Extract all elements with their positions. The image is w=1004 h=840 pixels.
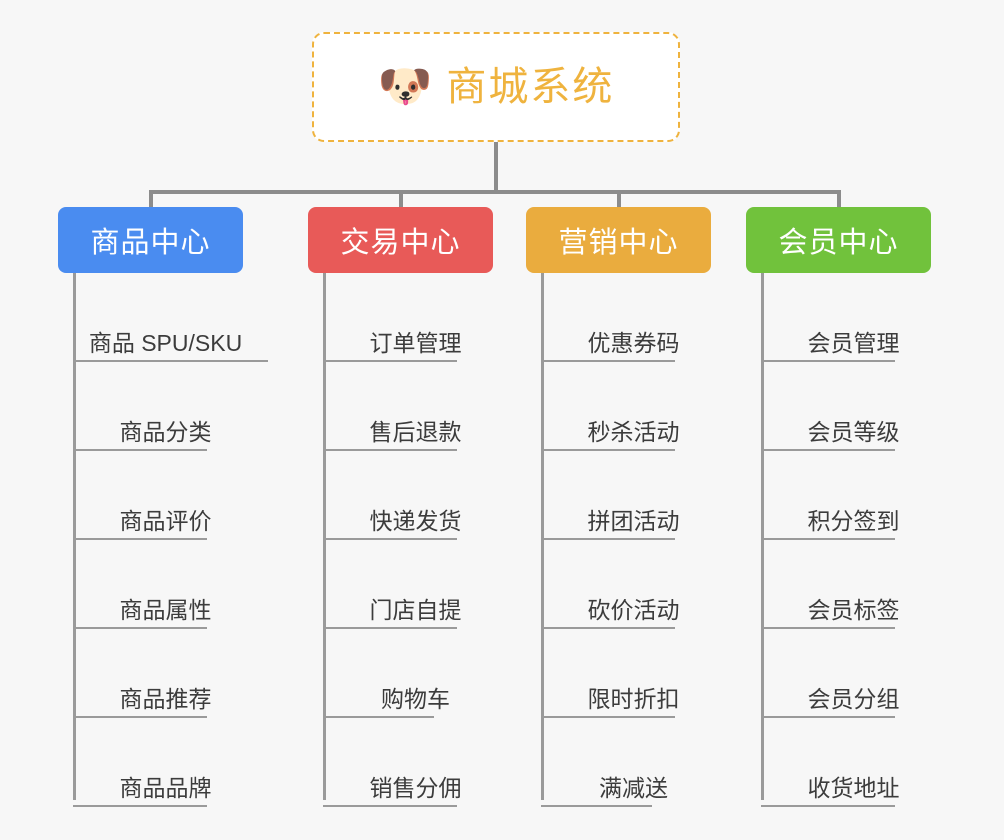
- column-product-center: 商品 SPU/SKU 商品分类商品评价商品属性商品推荐商品品牌: [73, 273, 268, 807]
- leaf-item-label: 满减送: [599, 774, 668, 801]
- leaf-item[interactable]: 会员分组: [761, 629, 946, 718]
- leaf-item[interactable]: 会员等级: [761, 362, 946, 451]
- leaf-item[interactable]: 会员标签: [761, 540, 946, 629]
- leaf-item-underline: [323, 627, 457, 629]
- leaf-item-label: 优惠券码: [587, 329, 680, 356]
- leaf-item-underline: [323, 716, 434, 718]
- leaf-item[interactable]: 优惠券码: [541, 273, 726, 362]
- leaf-item[interactable]: 商品推荐: [73, 629, 258, 718]
- column-member-center: 会员管理会员等级积分签到会员标签会员分组收货地址: [761, 273, 946, 807]
- leaf-item-label: 积分签到: [807, 507, 900, 534]
- dog-face-icon: 🐶: [377, 62, 433, 111]
- leaf-item-label: 秒杀活动: [587, 418, 680, 445]
- leaf-item[interactable]: 购物车: [323, 629, 508, 718]
- leaf-item[interactable]: 商品评价: [73, 451, 258, 540]
- leaf-item-label: 拼团活动: [587, 507, 680, 534]
- leaf-item-label: 商品 SPU/SKU: [88, 329, 243, 356]
- leaf-item[interactable]: 限时折扣: [541, 629, 726, 718]
- connector-drop-product-center: [148, 190, 153, 208]
- leaf-item-underline: [761, 360, 895, 362]
- column-spine-marketing-center: [541, 273, 544, 800]
- category-header-member-center[interactable]: 会员中心: [746, 207, 931, 273]
- leaf-item-label: 砍价活动: [587, 596, 680, 623]
- leaf-item[interactable]: 砍价活动: [541, 540, 726, 629]
- leaf-item-label: 商品推荐: [119, 685, 212, 712]
- category-header-marketing-center[interactable]: 营销中心: [526, 207, 711, 273]
- category-header-label: 交易中心: [340, 227, 461, 259]
- connector-drop-member-center: [836, 190, 841, 208]
- leaf-item-label: 限时折扣: [587, 685, 680, 712]
- leaf-item-underline: [541, 627, 675, 629]
- leaf-item-underline: [541, 538, 675, 540]
- leaf-item-underline: [761, 805, 895, 807]
- category-header-label: 营销中心: [558, 227, 679, 259]
- leaf-item-label: 会员管理: [807, 329, 900, 356]
- leaf-item-underline: [73, 716, 207, 718]
- leaf-item-label: 门店自提: [369, 596, 462, 623]
- connector-drop-trade-center: [398, 190, 403, 208]
- leaf-item-underline: [541, 805, 652, 807]
- column-spine-trade-center: [323, 273, 326, 800]
- leaf-item-underline: [73, 627, 207, 629]
- leaf-item-underline: [73, 449, 207, 451]
- leaf-item[interactable]: 商品 SPU/SKU: [73, 273, 268, 362]
- leaf-item-label: 会员等级: [807, 418, 900, 445]
- leaf-item[interactable]: 售后退款: [323, 362, 508, 451]
- leaf-item-underline: [323, 805, 457, 807]
- leaf-item-label: 收货地址: [807, 774, 900, 801]
- column-marketing-center: 优惠券码秒杀活动拼团活动砍价活动限时折扣满减送: [541, 273, 726, 807]
- leaf-item[interactable]: 会员管理: [761, 273, 946, 362]
- leaf-item[interactable]: 秒杀活动: [541, 362, 726, 451]
- column-trade-center: 订单管理售后退款快递发货门店自提购物车销售分佣: [323, 273, 508, 807]
- connector-drop-marketing-center: [616, 190, 621, 208]
- leaf-item-underline: [761, 627, 895, 629]
- connector-root-vertical: [494, 142, 498, 192]
- category-header-label: 会员中心: [778, 227, 899, 259]
- leaf-item[interactable]: 快递发货: [323, 451, 508, 540]
- leaf-item[interactable]: 销售分佣: [323, 718, 508, 807]
- leaf-item-underline: [73, 360, 268, 362]
- leaf-item-label: 会员分组: [807, 685, 900, 712]
- leaf-item[interactable]: 订单管理: [323, 273, 508, 362]
- root-node[interactable]: 🐶 商城系统: [312, 32, 680, 142]
- leaf-item[interactable]: 满减送: [541, 718, 726, 807]
- connector-horizontal-bus: [149, 190, 841, 194]
- column-spine-member-center: [761, 273, 764, 800]
- leaf-item[interactable]: 商品分类: [73, 362, 258, 451]
- column-spine-product-center: [73, 273, 76, 800]
- leaf-item-label: 销售分佣: [369, 774, 462, 801]
- leaf-item-underline: [761, 716, 895, 718]
- leaf-item-label: 快递发货: [369, 507, 462, 534]
- leaf-item-label: 商品分类: [119, 418, 212, 445]
- leaf-item-label: 商品属性: [119, 596, 212, 623]
- leaf-item-label: 购物车: [381, 685, 450, 712]
- leaf-item-underline: [323, 538, 457, 540]
- leaf-item[interactable]: 拼团活动: [541, 451, 726, 540]
- leaf-item-underline: [323, 360, 457, 362]
- leaf-item-label: 订单管理: [369, 329, 462, 356]
- root-title: 商城系统: [446, 65, 615, 109]
- leaf-item[interactable]: 积分签到: [761, 451, 946, 540]
- leaf-item[interactable]: 收货地址: [761, 718, 946, 807]
- leaf-item-underline: [73, 538, 207, 540]
- leaf-item-label: 售后退款: [369, 418, 462, 445]
- leaf-item[interactable]: 商品属性: [73, 540, 258, 629]
- leaf-item-label: 商品评价: [119, 507, 212, 534]
- category-header-trade-center[interactable]: 交易中心: [308, 207, 493, 273]
- leaf-item-underline: [541, 449, 675, 451]
- leaf-item[interactable]: 商品品牌: [73, 718, 258, 807]
- leaf-item[interactable]: 门店自提: [323, 540, 508, 629]
- category-header-product-center[interactable]: 商品中心: [58, 207, 243, 273]
- leaf-item-underline: [541, 360, 675, 362]
- leaf-item-underline: [761, 538, 895, 540]
- leaf-item-underline: [323, 449, 457, 451]
- leaf-item-underline: [541, 716, 675, 718]
- leaf-item-underline: [73, 805, 207, 807]
- category-header-label: 商品中心: [90, 227, 211, 259]
- leaf-item-underline: [761, 449, 895, 451]
- leaf-item-label: 会员标签: [807, 596, 900, 623]
- leaf-item-label: 商品品牌: [119, 774, 212, 801]
